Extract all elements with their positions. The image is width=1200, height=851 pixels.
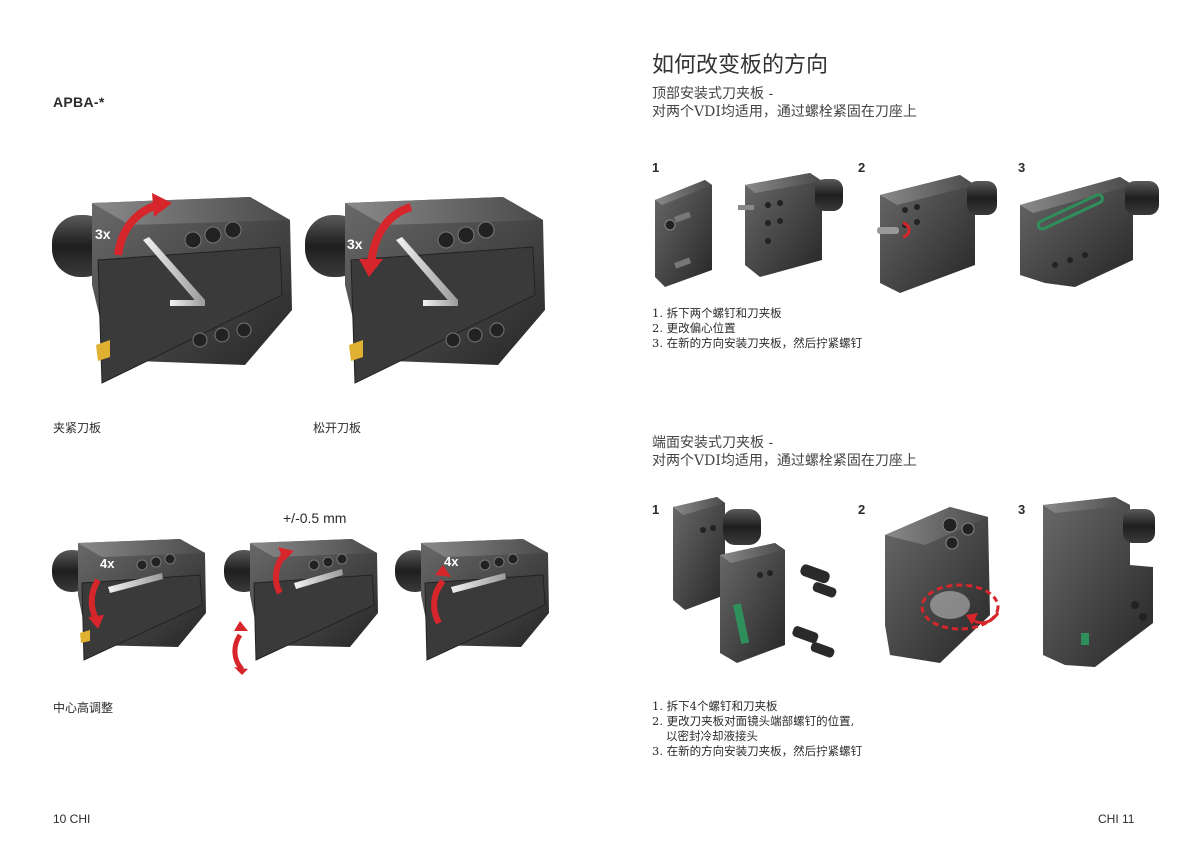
end-step-text: 1. 拆下4个螺钉和刀夹板 bbox=[652, 699, 778, 713]
top-step-text: 3. 在新的方向安装刀夹板，然后拧紧螺钉 bbox=[652, 336, 863, 350]
clamp-blade-illustration bbox=[52, 193, 292, 384]
page-number-right: CHI 11 bbox=[1098, 812, 1135, 826]
top-step-text: 1. 拆下两个螺钉和刀夹板 bbox=[652, 306, 782, 320]
top-step-text: 2. 更改偏心位置 bbox=[652, 321, 736, 335]
height-arrow-icon bbox=[232, 633, 244, 671]
adjust-turns-label-1: 4x bbox=[100, 556, 115, 571]
end-step-text: 2. 更改刀夹板对面镜头端部螺钉的位置, bbox=[652, 714, 855, 728]
end-step-text: 3. 在新的方向安装刀夹板，然后拧紧螺钉 bbox=[652, 744, 863, 758]
end-step-number-1: 1 bbox=[652, 502, 660, 517]
clamp-turns-label: 3x bbox=[95, 226, 111, 242]
caption-clamp: 夹紧刀板 bbox=[53, 421, 102, 435]
caption-center-height: 中心高调整 bbox=[53, 701, 114, 715]
model-label: APBA-* bbox=[53, 94, 105, 110]
center-adjust-illustration-1 bbox=[52, 539, 206, 661]
release-arrow-icon bbox=[367, 203, 413, 264]
top-steps-list: 1. 拆下两个螺钉和刀夹板 2. 更改偏心位置 3. 在新的方向安装刀夹板，然后… bbox=[652, 306, 862, 351]
top-step-3-illustration bbox=[1020, 177, 1159, 287]
top-step-number-1: 1 bbox=[652, 160, 660, 175]
page-number-left: 10 CHI bbox=[53, 812, 91, 826]
top-step-1-illustration bbox=[655, 173, 843, 287]
release-blade-illustration bbox=[305, 197, 545, 384]
tolerance-label: +/-0.5 mm bbox=[283, 510, 347, 526]
adjust-arrow-icon-3 bbox=[431, 579, 446, 625]
end-step-2-illustration bbox=[885, 507, 1000, 663]
top-subtitle-line1: 顶部安装式刀夹板 - bbox=[652, 86, 774, 102]
top-section-subtitle: 顶部安装式刀夹板 - 对两个VDI均适用，通过螺栓紧固在刀座上 bbox=[652, 85, 917, 121]
center-adjust-illustration-3 bbox=[395, 539, 549, 661]
top-step-2-illustration bbox=[877, 175, 997, 293]
end-subtitle-line2: 对两个VDI均适用，通过螺栓紧固在刀座上 bbox=[652, 453, 917, 469]
end-subtitle-line1: 端面安装式刀夹板 - bbox=[652, 435, 774, 451]
end-step-text: 以密封冷却液接头 bbox=[666, 729, 758, 743]
center-adjust-illustration-2 bbox=[224, 539, 378, 675]
caption-release: 松开刀板 bbox=[313, 421, 362, 435]
end-step-3-illustration bbox=[1043, 497, 1155, 667]
end-steps-list: 1. 拆下4个螺钉和刀夹板 2. 更改刀夹板对面镜头端部螺钉的位置, 以密封冷却… bbox=[652, 699, 862, 759]
rotate-dashed-arrow-icon bbox=[920, 583, 1000, 631]
top-step-number-3: 3 bbox=[1018, 160, 1026, 175]
top-step-number-2: 2 bbox=[858, 160, 866, 175]
release-turns-label: 3x bbox=[347, 236, 363, 252]
adjust-turns-label-3: 4x bbox=[444, 554, 459, 569]
adjust-arrow-icon-2 bbox=[272, 553, 287, 595]
top-subtitle-line2: 对两个VDI均适用，通过螺栓紧固在刀座上 bbox=[652, 104, 917, 120]
eccentric-arrow-icon bbox=[902, 221, 911, 239]
adjust-arrow-icon-1 bbox=[88, 578, 101, 621]
end-step-1-illustration bbox=[673, 497, 837, 663]
end-step-number-3: 3 bbox=[1018, 502, 1026, 517]
page-title: 如何改变板的方向 bbox=[652, 53, 829, 78]
end-step-number-2: 2 bbox=[858, 502, 866, 517]
end-section-subtitle: 端面安装式刀夹板 - 对两个VDI均适用，通过螺栓紧固在刀座上 bbox=[652, 434, 917, 470]
clamp-arrow-icon bbox=[114, 201, 160, 256]
